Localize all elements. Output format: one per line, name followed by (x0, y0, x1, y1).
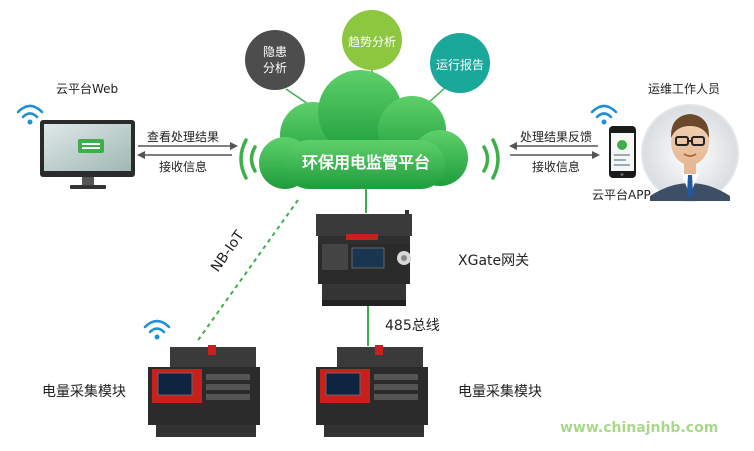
app-in-arrow-label: 接收信息 (532, 160, 581, 174)
module-label-1: 电量采集模块 (42, 384, 126, 400)
wifi-icon-web (16, 104, 44, 125)
worker-avatar (641, 104, 739, 202)
bubble-report-label: 运行报告 (435, 58, 484, 72)
monitor-icon (40, 120, 135, 189)
web-title: 云平台Web (56, 82, 119, 96)
watermark: www.chinajnhb.com (560, 420, 719, 436)
module-label-2: 电量采集模块 (458, 384, 542, 400)
bubble-hazard-analysis (245, 30, 305, 90)
signal-arcs-left (239, 138, 257, 180)
bus-label: 485总线 (385, 318, 440, 334)
wifi-icon-app (590, 104, 618, 125)
module-device-2 (316, 345, 428, 437)
web-in-arrow-label: 接收信息 (159, 160, 208, 174)
web-out-arrow-label: 查看处理结果 (147, 130, 220, 144)
app-label: 云平台APP (592, 188, 651, 202)
platform-title: 环保用电监管平台 (301, 153, 430, 172)
bubble-trend-analysis (342, 10, 402, 70)
cloud-icon (259, 70, 468, 189)
bubble-run-report (430, 33, 490, 93)
gateway-label: XGate网关 (458, 253, 530, 269)
phone-icon (609, 126, 636, 178)
arrow-to-platform-left (138, 142, 238, 150)
app-out-arrow-label: 处理结果反馈 (520, 130, 593, 144)
signal-arcs-right (482, 138, 500, 180)
arrow-to-platform-right (509, 142, 598, 150)
bubble-trend-label: 趋势分析 (347, 35, 396, 49)
gateway-device (316, 210, 412, 306)
arrow-to-web (137, 151, 232, 159)
arrow-to-app (510, 151, 600, 159)
worker-title: 运维工作人员 (648, 82, 721, 96)
module-device-1 (148, 345, 260, 437)
wifi-icon-module (143, 319, 171, 340)
nbiot-link (195, 199, 299, 344)
bubble-hazard-label: 隐患 分析 (262, 45, 287, 75)
